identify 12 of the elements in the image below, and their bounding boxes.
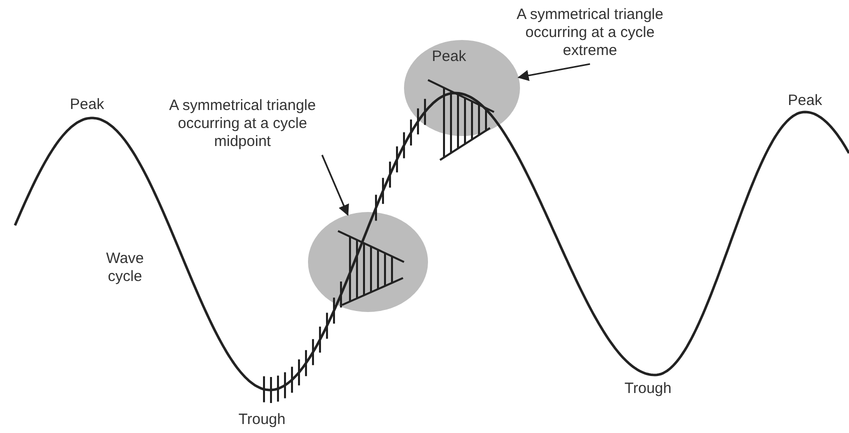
highlight-circle bbox=[404, 40, 520, 136]
highlight-circle bbox=[308, 212, 428, 312]
peak-label: Peak bbox=[430, 48, 468, 66]
trough-label: Trough bbox=[624, 380, 672, 398]
annotation-text: A symmetrical triangle occurring at a cycle midpoint bbox=[168, 97, 317, 151]
trough-label: Trough bbox=[238, 411, 286, 429]
wave-label: Wave cycle bbox=[105, 250, 145, 286]
arrow bbox=[518, 63, 590, 82]
peak-label: Peak bbox=[786, 92, 824, 110]
peak-label: Peak bbox=[68, 96, 106, 114]
annotation-text: A symmetrical triangle occurring at a cycle extreme bbox=[516, 6, 664, 60]
arrow bbox=[321, 154, 349, 216]
